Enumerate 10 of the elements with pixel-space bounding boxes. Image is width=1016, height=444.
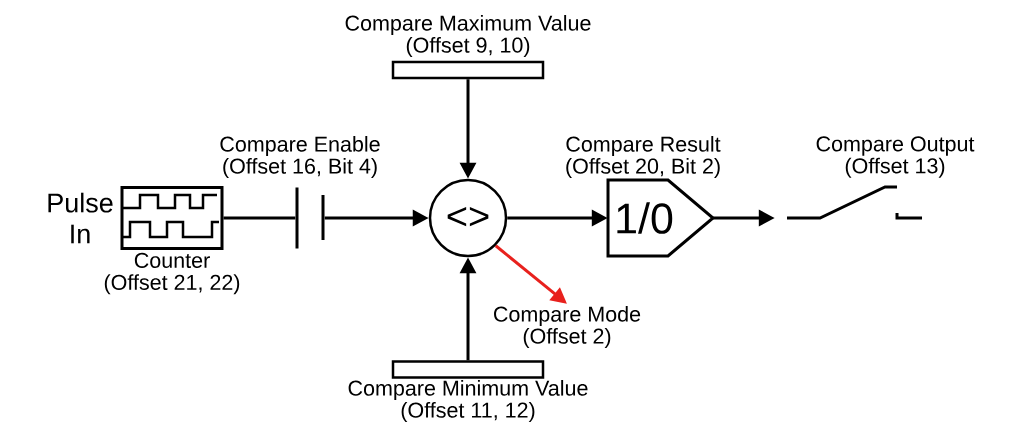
output-label: Compare Output (Offset 13) (816, 136, 975, 178)
note-text: Compare Mode (Offset 2) (494, 306, 641, 348)
result-label: Compare Result (Offset 20, Bit 2) (566, 136, 721, 178)
contact-label: Compare Enable (Offset 16, Bit 4) (220, 136, 380, 178)
result-block: 1/0 (606, 178, 716, 258)
register-label: Compare Minimum Value (Offset 11, 12) (348, 380, 588, 422)
input-label: Pulse In (48, 192, 113, 244)
connector-line (223, 216, 296, 220)
register-label: Compare Maximum Value (Offset 9, 10) (345, 15, 591, 57)
counter-label: Counter (Offset 21, 22) (104, 252, 240, 295)
